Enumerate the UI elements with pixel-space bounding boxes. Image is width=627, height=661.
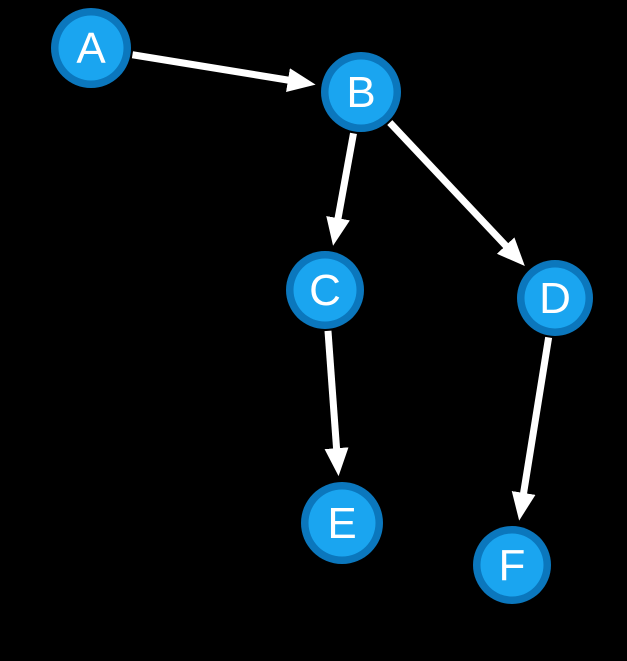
node-C[interactable]: C <box>286 251 364 329</box>
edge-A-B <box>131 51 316 92</box>
edge-B-C <box>326 132 357 246</box>
node-F[interactable]: F <box>473 526 551 604</box>
edge-C-E <box>324 330 349 477</box>
node-B[interactable]: B <box>321 52 401 132</box>
node-circle <box>328 59 394 125</box>
node-circle <box>524 267 586 329</box>
node-circle <box>480 533 544 597</box>
node-A[interactable]: A <box>51 8 131 88</box>
node-circle <box>293 258 357 322</box>
node-E[interactable]: E <box>301 482 383 564</box>
edge-B-D <box>387 120 525 266</box>
node-D[interactable]: D <box>517 260 593 336</box>
edge-D-F <box>511 336 553 521</box>
node-circle <box>308 489 376 557</box>
node-circle <box>58 15 124 81</box>
